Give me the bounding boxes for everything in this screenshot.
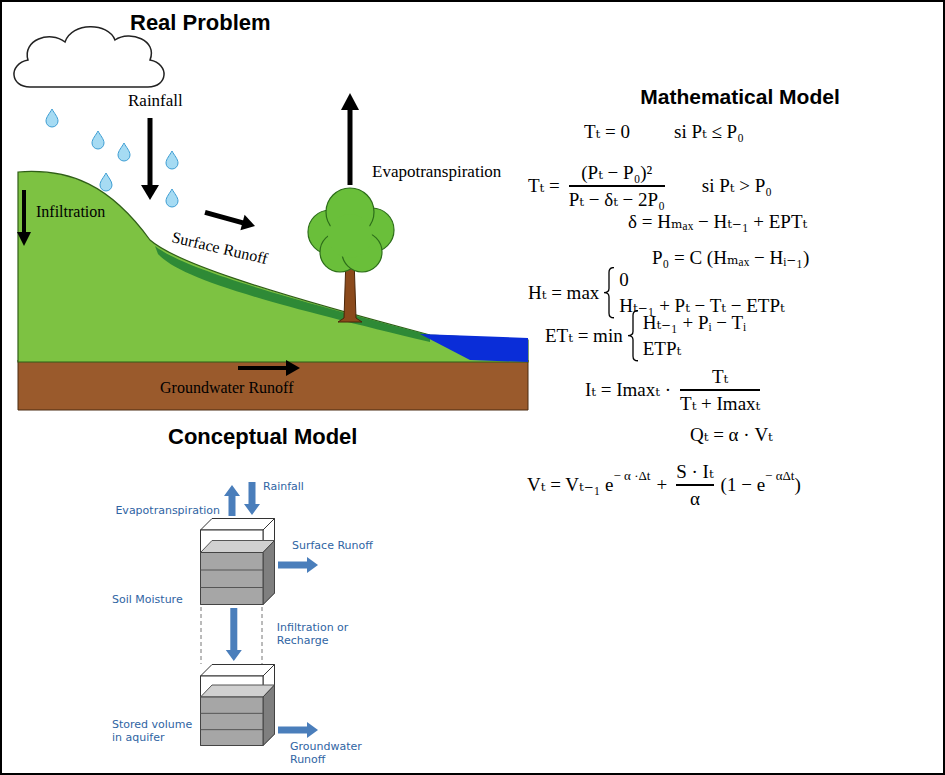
aquifer-layer <box>18 356 528 410</box>
equation-term: ETₜ = min <box>545 324 623 348</box>
fraction-bar <box>676 484 713 485</box>
equation-term: Qₜ = α · Vₜ <box>690 423 773 447</box>
box-face <box>201 685 275 697</box>
case-term: Hₜ₋₁ + Pᵢ − Tᵢ <box>643 310 747 336</box>
hill <box>18 171 528 362</box>
section-heading: Mathematical Model <box>640 84 840 110</box>
equation: Tₜ = (Pₜ − P₀)² Pₜ − δₜ − 2P₀ si Pₜ > P₀ <box>528 161 772 212</box>
cases: Hₜ₋₁ + Pᵢ − TᵢETPₜ <box>627 310 747 361</box>
layer-line <box>201 729 264 730</box>
equation-term: Iₜ = Imaxₜ · <box>585 378 671 402</box>
fraction: (Pₜ − P₀)² Pₜ − δₜ − 2P₀ <box>566 161 668 212</box>
runoff-band <box>155 246 430 342</box>
equation-term: (1 − e <box>721 473 765 497</box>
process-label: Rainfall <box>128 92 183 110</box>
exponent: − α ·Δt <box>614 468 651 484</box>
process-arrows <box>17 93 359 376</box>
equation: ETₜ = min Hₜ₋₁ + Pᵢ − TᵢETPₜ <box>545 310 746 361</box>
box-face <box>263 541 275 605</box>
layer-line <box>201 713 264 714</box>
cloud <box>14 27 164 87</box>
fraction-numerator: Tₜ <box>712 365 728 389</box>
storage-box <box>200 664 275 746</box>
brace-symbol <box>627 310 639 361</box>
equation-term: Tₜ = 0 <box>584 120 630 144</box>
equation-term: ) <box>794 473 800 497</box>
cases: 0Hₜ₋₁ + Pₜ − Tₜ − ETPₜ <box>603 267 784 318</box>
layer-line <box>201 570 264 571</box>
box-face <box>263 665 275 746</box>
box-face <box>201 519 275 531</box>
exponent: − αΔt <box>765 468 794 484</box>
fraction-denominator: Tₜ + Imaxₜ <box>680 392 760 416</box>
equation: δ = Hₘₐₓ − Hₜ₋₁ + EPTₜ <box>628 210 807 234</box>
brace-symbol <box>628 311 638 361</box>
equation: Tₜ = 0 si Pₜ ≤ P₀ <box>584 120 744 144</box>
flux-label: Groundwater Runoff <box>290 741 366 766</box>
water <box>420 334 528 362</box>
case-term: ETPₜ <box>643 336 681 362</box>
process-label: Infiltration <box>36 203 105 221</box>
equation: Iₜ = Imaxₜ · Tₜ Tₜ + Imaxₜ <box>585 365 763 416</box>
fraction: Tₜ Tₜ + Imaxₜ <box>677 365 763 416</box>
equation-term: P₀ = C (Hₘₐₓ − Hᵢ₋₁) <box>652 246 809 270</box>
process-label: Surface Runoff <box>170 228 269 268</box>
cases-column: 0Hₜ₋₁ + Pₜ − Tₜ − ETPₜ <box>619 267 784 318</box>
dashed-guide <box>201 607 262 664</box>
layer-line <box>201 587 264 588</box>
equation-term: Tₜ = <box>528 174 560 198</box>
box-face <box>201 541 275 553</box>
fraction-numerator: (Pₜ − P₀)² <box>581 161 652 185</box>
brace-symbol <box>604 268 614 318</box>
storage-box: Soil Moisture <box>200 518 275 605</box>
brace <box>603 267 615 318</box>
process-label: Evapotranspiration <box>372 163 501 181</box>
box-face <box>201 553 264 605</box>
equation-term: + <box>656 473 667 497</box>
equation: P₀ = C (Hₘₐₓ − Hᵢ₋₁) <box>652 246 809 270</box>
box-face <box>201 665 275 677</box>
flux-label: Surface Runoff <box>292 540 373 553</box>
storage-box <box>200 518 275 605</box>
tree-canopy <box>308 188 394 272</box>
equation: Hₜ = max 0Hₜ₋₁ + Pₜ − Tₜ − ETPₜ <box>528 267 785 318</box>
equation: Vₜ = Vₜ₋₁ e− α ·Δt + S · Iₜ α (1 − e− αΔt) <box>527 460 801 511</box>
fraction-bar <box>680 389 760 390</box>
storage-box: Stored volume in aquifer <box>200 664 275 746</box>
flux-label: Rainfall <box>263 481 304 494</box>
equation: Qₜ = α · Vₜ <box>690 423 773 447</box>
flow-arrow <box>226 608 242 661</box>
brace <box>627 310 639 361</box>
section-heading: Conceptual Model <box>168 424 357 450</box>
box-face <box>201 697 264 746</box>
storage-label: Stored volume in aquifer <box>112 719 196 744</box>
equation-term: si Pₜ > P₀ <box>702 174 772 198</box>
equation-term: Hₜ = max <box>528 281 599 305</box>
fraction-denominator: Pₜ − δₜ − 2P₀ <box>569 188 665 212</box>
fraction-denominator: α <box>690 487 700 511</box>
equation-term: δ = Hₘₐₓ − Hₜ₋₁ + EPTₜ <box>628 210 807 234</box>
fraction-numerator: S · Iₜ <box>676 460 713 484</box>
section-heading: Real Problem <box>130 10 271 36</box>
equation-term: Vₜ = Vₜ₋₁ e <box>527 473 614 497</box>
case-term: 0 <box>619 267 629 293</box>
box-face <box>263 519 275 605</box>
box-face <box>263 685 275 746</box>
brace-symbol <box>603 267 615 318</box>
storage-label: Soil Moisture <box>112 594 196 607</box>
flux-label: Evapotranspiration <box>115 505 220 518</box>
cases-column: Hₜ₋₁ + Pᵢ − TᵢETPₜ <box>643 310 747 361</box>
equation-term: si Pₜ ≤ P₀ <box>674 120 744 144</box>
flux-label: Infiltration or Recharge <box>277 622 367 647</box>
fraction: S · Iₜ α <box>673 460 716 511</box>
process-label: Groundwater Runoff <box>160 379 293 397</box>
fraction-bar <box>569 185 665 186</box>
